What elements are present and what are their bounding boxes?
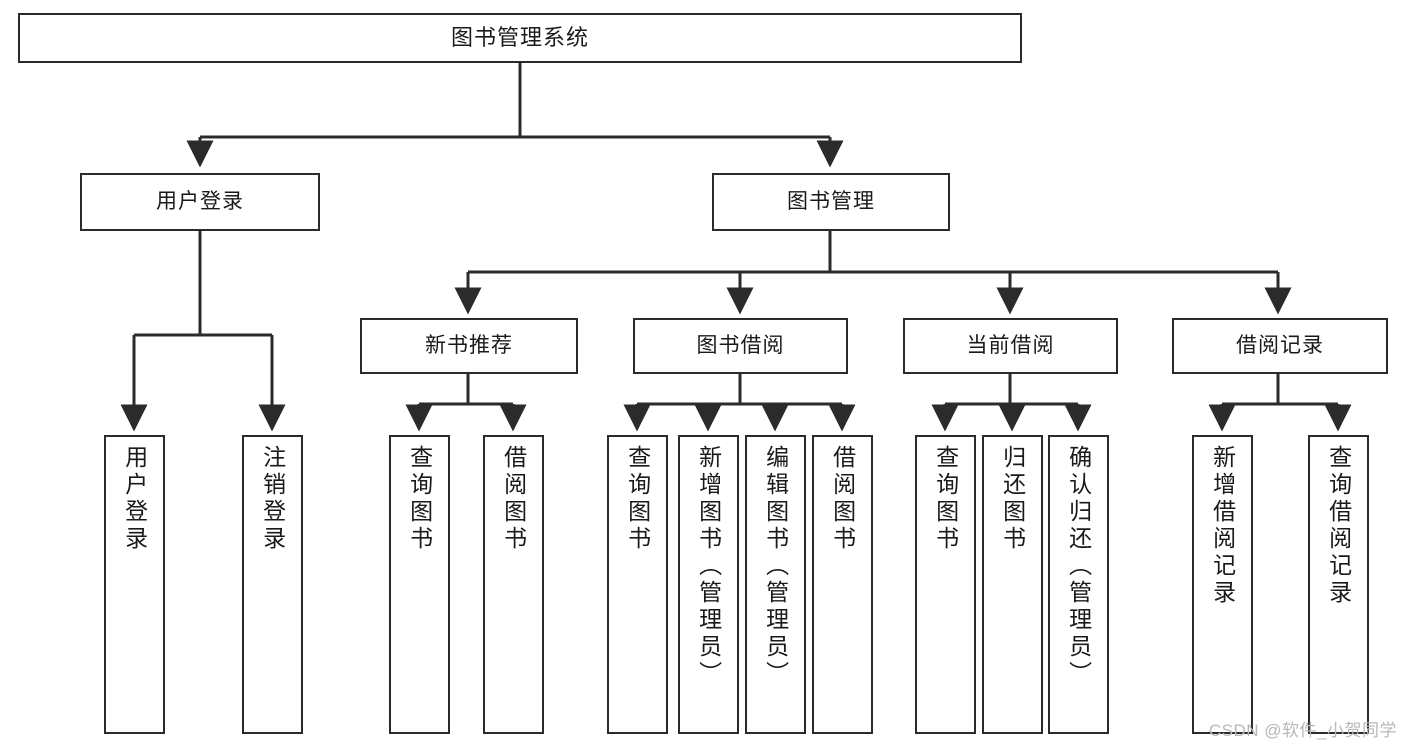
leaf-user-login[interactable]: 用户登录 [104,435,165,734]
leaf-borrow-book-2-label: 借阅图书 [829,445,856,553]
leaf-query-record-label: 查询借阅记录 [1325,445,1352,607]
leaf-user-login-label: 用户登录 [121,445,148,553]
leaf-edit-book[interactable]: 编辑图书（管理员） [745,435,806,734]
node-new-book-recommend[interactable]: 新书推荐 [360,318,578,374]
leaf-logout-login[interactable]: 注销登录 [242,435,303,734]
node-book-management[interactable]: 图书管理 [712,173,950,231]
watermark: CSDN @软件_小贺同学 [1208,721,1397,740]
leaf-borrow-book-2[interactable]: 借阅图书 [812,435,873,734]
leaf-return-book[interactable]: 归还图书 [982,435,1043,734]
leaf-return-book-label: 归还图书 [999,445,1026,553]
leaf-query-book-2[interactable]: 查询图书 [607,435,668,734]
node-current-borrow-label: 当前借阅 [966,333,1055,357]
node-root-label: 图书管理系统 [450,25,589,51]
leaf-confirm-return-label: 确认归还（管理员） [1065,445,1092,688]
leaf-query-record[interactable]: 查询借阅记录 [1308,435,1369,734]
leaf-add-book[interactable]: 新增图书（管理员） [678,435,739,734]
leaf-logout-login-label: 注销登录 [259,445,286,553]
node-book-borrow[interactable]: 图书借阅 [633,318,848,374]
leaf-query-book-3[interactable]: 查询图书 [915,435,976,734]
leaf-borrow-book-1-label: 借阅图书 [500,445,527,553]
node-book-borrow-label: 图书借阅 [696,333,785,357]
leaf-query-book-1[interactable]: 查询图书 [389,435,450,734]
leaf-confirm-return[interactable]: 确认归还（管理员） [1048,435,1109,734]
node-user-login-label: 用户登录 [156,189,244,213]
leaf-query-book-1-label: 查询图书 [406,445,433,553]
node-user-login[interactable]: 用户登录 [80,173,320,231]
leaf-add-book-label: 新增图书（管理员） [695,445,722,688]
node-new-book-recommend-label: 新书推荐 [425,333,513,357]
node-borrow-record[interactable]: 借阅记录 [1172,318,1388,374]
node-root[interactable]: 图书管理系统 [18,13,1022,63]
leaf-edit-book-label: 编辑图书（管理员） [762,445,789,688]
leaf-query-book-2-label: 查询图书 [624,445,651,553]
node-borrow-record-label: 借阅记录 [1236,333,1324,357]
node-book-management-label: 图书管理 [787,189,875,213]
leaf-query-book-3-label: 查询图书 [932,445,959,553]
leaf-add-record[interactable]: 新增借阅记录 [1192,435,1253,734]
leaf-borrow-book-1[interactable]: 借阅图书 [483,435,544,734]
leaf-add-record-label: 新增借阅记录 [1209,445,1236,607]
node-current-borrow[interactable]: 当前借阅 [903,318,1118,374]
